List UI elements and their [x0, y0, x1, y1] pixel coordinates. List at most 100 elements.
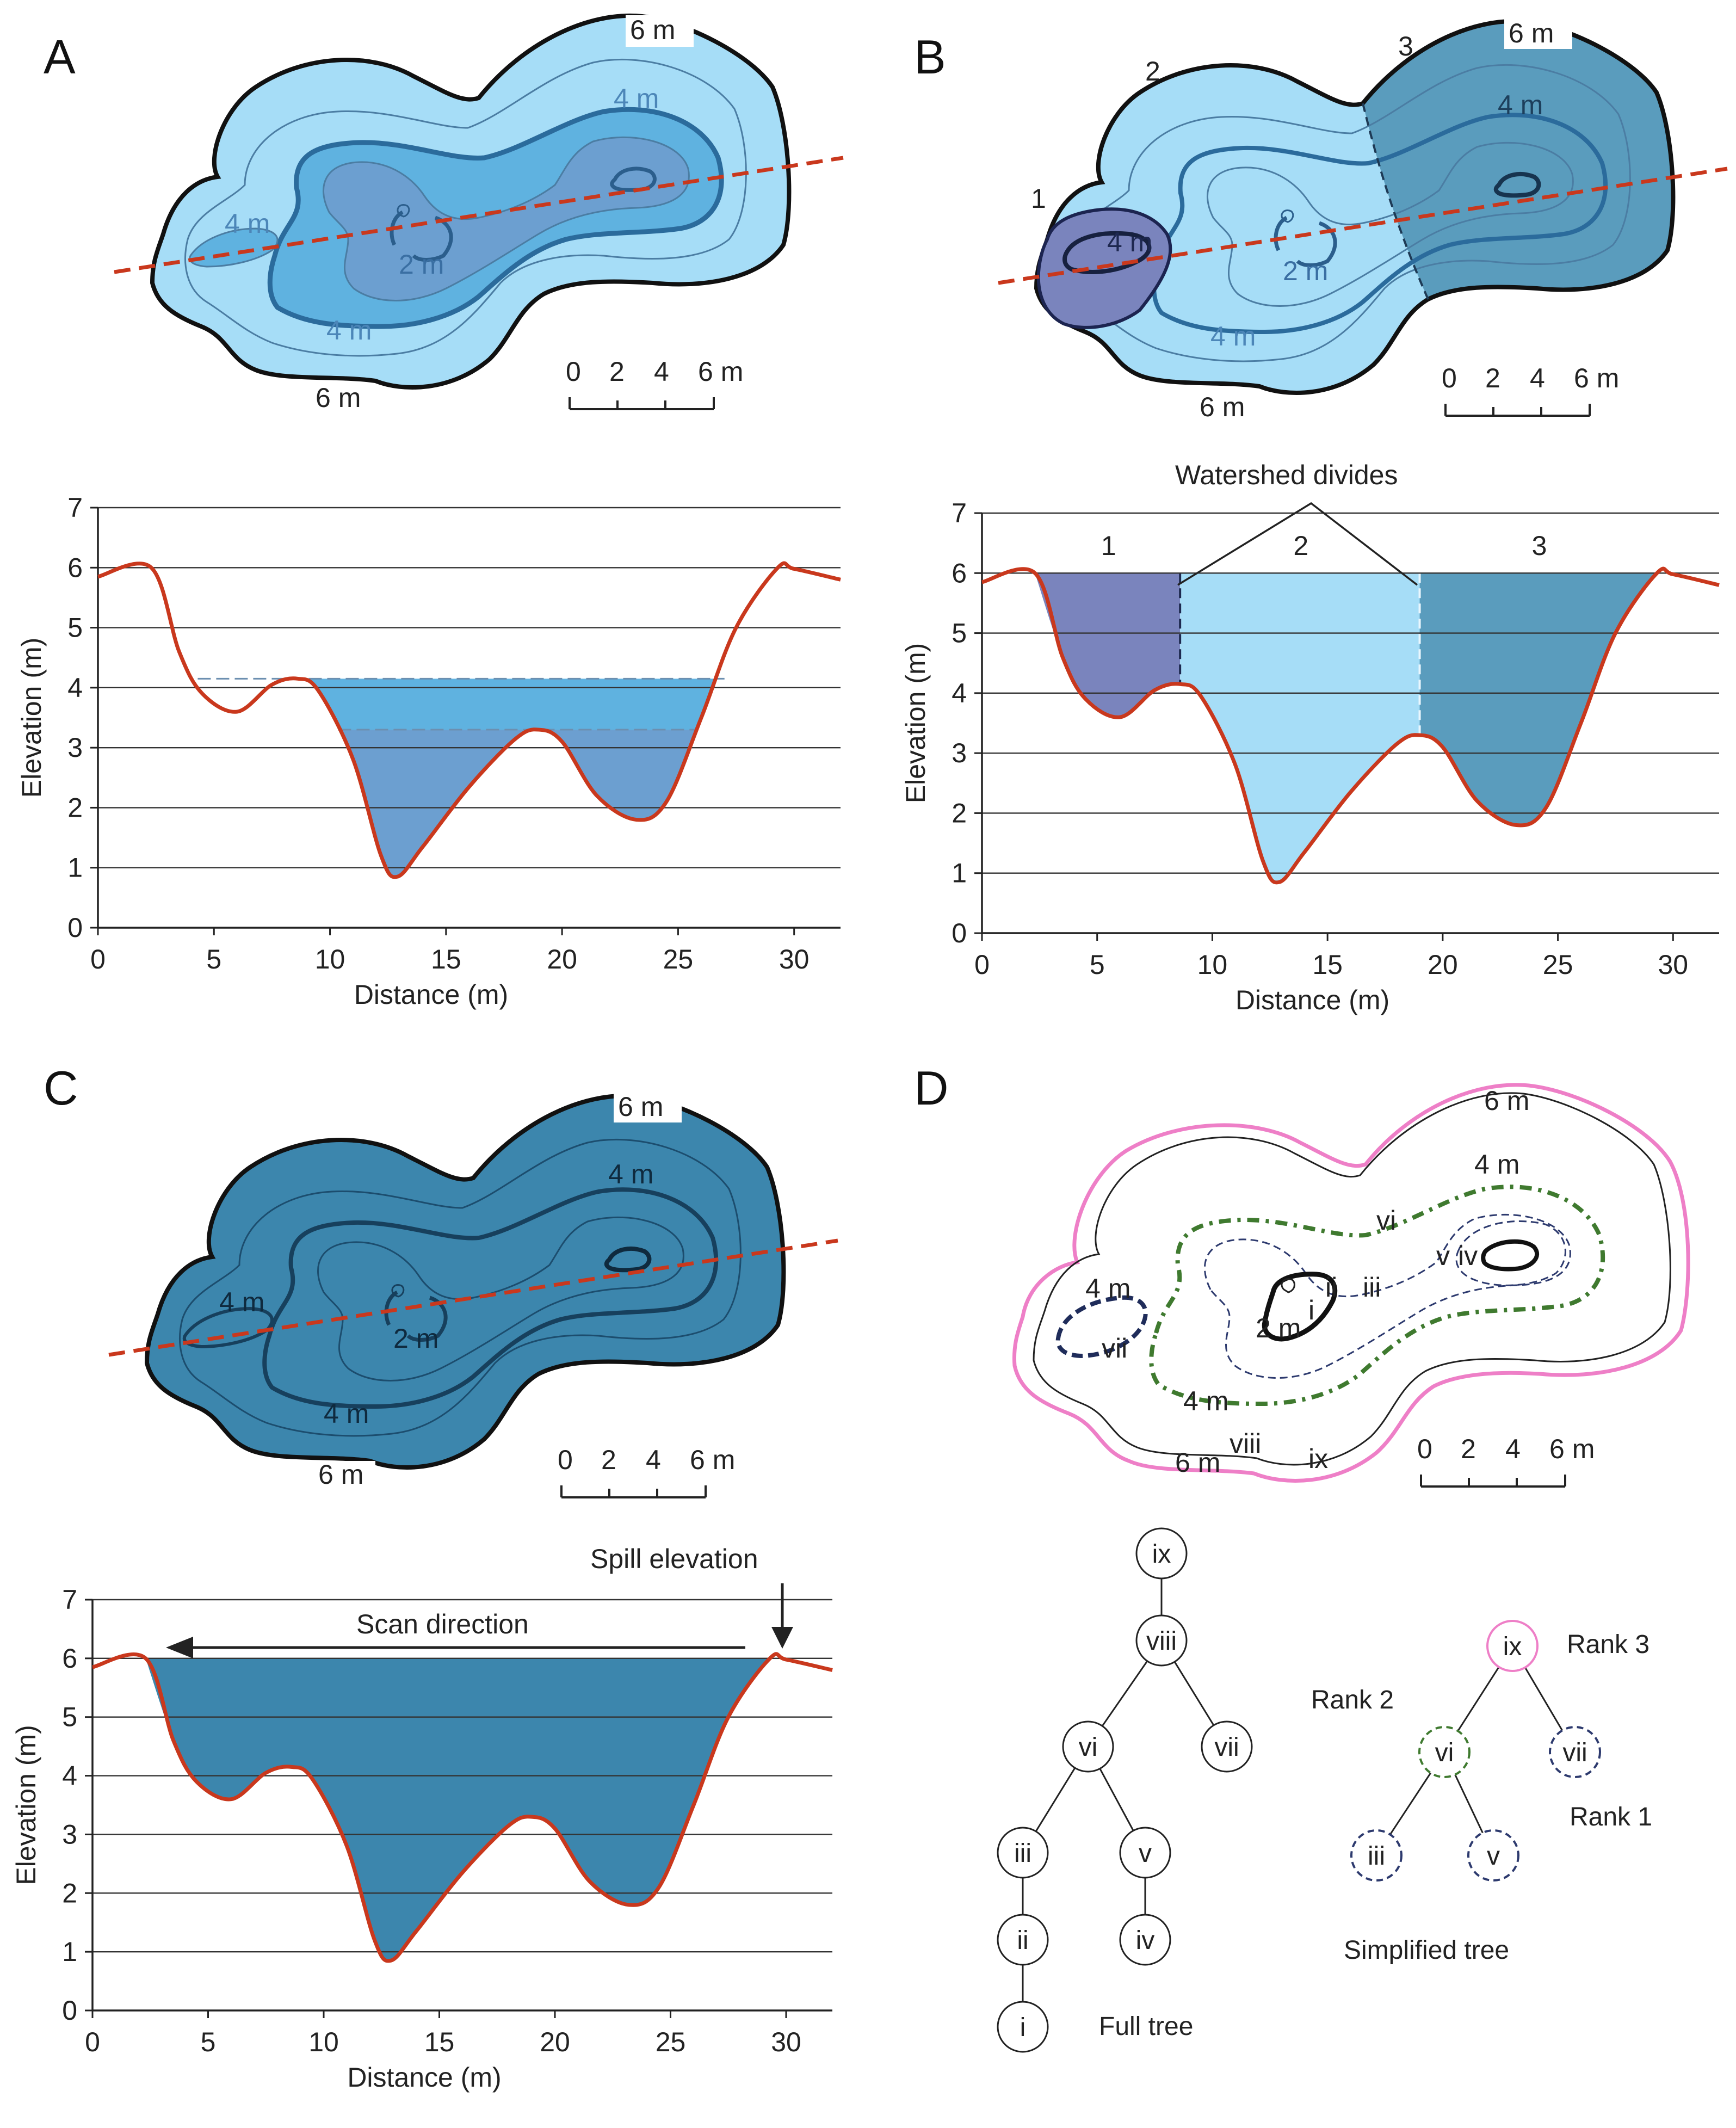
map-c-label-4m-bottom: 4 m: [324, 1398, 369, 1429]
full-node-i-label: i: [1020, 2013, 1026, 2042]
full-node-i-circle: [997, 2001, 1049, 2053]
panel-c: C 6 m 4 m 4 m 4 m 2 m 6 m 0 2 4 6 m: [44, 1061, 838, 1498]
full-node-vii-circle: [1201, 1720, 1253, 1773]
map-a-label-6m-bottom: 6 m: [316, 383, 361, 413]
map-a-label-4m-left: 4 m: [225, 208, 270, 239]
chart-b-ytick-5: 5: [952, 618, 967, 649]
chart-b-ytick-2: 2: [952, 798, 967, 828]
scale-a-line: [569, 397, 715, 410]
map-b-divide-right: [1362, 103, 1429, 300]
scale-b-4: 4: [1530, 363, 1545, 393]
map-d-node-iii: iii: [1363, 1272, 1381, 1303]
chart-a-xlabel: Distance (m): [354, 979, 508, 1010]
map-a-label-6m-top: 6 m: [630, 15, 675, 45]
chart-a-ytick-1: 1: [67, 853, 83, 883]
simple-node-v-circle: [1467, 1829, 1519, 1882]
map-b-label-bg-bottom: [1194, 393, 1257, 424]
scan-direction-label: Scan direction: [356, 1609, 529, 1639]
full-node-ii-label: ii: [1017, 1926, 1028, 1955]
map-d-label-4m-bottom: 4 m: [1183, 1386, 1228, 1416]
chart-a-ytick-6: 6: [67, 552, 83, 583]
map-d: 6 m 4 m 4 m 4 m 2 m 6 m i ii iii iv v vi…: [1012, 1083, 1690, 1483]
chart-b-ytick-6: 6: [952, 558, 967, 588]
map-b-label-4m-top: 4 m: [1498, 90, 1543, 120]
simple-node-v-label: v: [1487, 1842, 1500, 1871]
chart-b-xlabel: Distance (m): [1235, 985, 1389, 1015]
map-d-contour-iii: [1203, 1213, 1571, 1379]
map-d-node-vi: vi: [1376, 1205, 1396, 1236]
rank-3-label: Rank 3: [1567, 1630, 1649, 1659]
chart-b-basin-3-fill: [1419, 573, 1657, 825]
scale-b-line: [1444, 404, 1591, 417]
map-b-profile-line: [998, 166, 1728, 285]
chart-c-fill: [145, 1658, 770, 1961]
full-node-v-circle: [1119, 1827, 1171, 1879]
panel-b-letter: B: [914, 30, 946, 84]
chart-c-ytick-6: 6: [62, 1643, 77, 1674]
scale-bar-d: 0 2 4 6 m: [1417, 1434, 1595, 1488]
scale-a-6m: 6 m: [698, 356, 743, 387]
map-b-basin-3: [1363, 21, 1673, 310]
chart-b-basin-1-label: 1: [1101, 531, 1116, 561]
scale-c-line: [560, 1485, 707, 1498]
full-node-vi-circle: [1062, 1720, 1114, 1773]
scale-c-2: 2: [601, 1445, 616, 1475]
full-node-ii-circle: [997, 1914, 1049, 1966]
chart-a-profile: [97, 561, 841, 879]
map-c: 6 m 4 m 4 m 4 m 2 m 6 m: [108, 1091, 838, 1492]
chart-b-ytick-1: 1: [952, 858, 967, 889]
scale-b-6m: 6 m: [1574, 363, 1619, 393]
full-node-ix-circle: [1135, 1527, 1188, 1580]
panel-c-letter: C: [44, 1061, 78, 1115]
map-b-depression-1: 1: [1031, 183, 1046, 214]
chart-a-xtick-25: 25: [663, 944, 694, 974]
map-d-node-v: v: [1436, 1241, 1450, 1271]
chart-b-ytick-7: 7: [952, 498, 967, 528]
chart-c-xtick-30: 30: [771, 2027, 801, 2057]
map-a-label-4m-bottom: 4 m: [326, 315, 372, 346]
chart-a-fill-3: [338, 729, 696, 877]
panel-b: B 4 m 6 m 4 m 4 m 2 m: [914, 17, 1728, 424]
map-c-label-6m-top: 6 m: [618, 1091, 663, 1122]
simplified-tree-label: Simplified tree: [1344, 1936, 1509, 1965]
scale-a-2: 2: [609, 356, 625, 387]
scale-d-line: [1420, 1475, 1566, 1488]
full-node-iii-circle: [997, 1827, 1049, 1879]
simple-node-ix-circle: [1486, 1620, 1539, 1672]
map-c-profile-line: [108, 1238, 838, 1357]
scale-a-4: 4: [654, 356, 669, 387]
chart-c-ytick-4: 4: [62, 1761, 77, 1791]
chart-a-ytick-0: 0: [67, 912, 83, 943]
simple-node-vi-circle: [1418, 1726, 1471, 1778]
chart-c-ylabel: Elevation (m): [11, 1725, 41, 1885]
map-b: 4 m 6 m 4 m 4 m 2 m 6 m 1 2 3: [998, 17, 1728, 424]
simple-node-iii-label: iii: [1368, 1842, 1385, 1871]
full-node-ix-label: ix: [1152, 1540, 1171, 1569]
chart-b-basin-2-fill: [1180, 573, 1420, 883]
chart-b-xtick-10: 10: [1197, 949, 1228, 980]
map-a-profile-line: [114, 156, 844, 274]
chart-a-xtick-0: 0: [90, 944, 106, 974]
chart-b-xtick-30: 30: [1658, 949, 1689, 980]
map-c-label-6m-bottom: 6 m: [318, 1459, 363, 1490]
scale-a-0: 0: [566, 356, 581, 387]
chart-c-ytick-3: 3: [62, 1819, 77, 1849]
chart-a-xtick-20: 20: [547, 944, 577, 974]
map-c-label-bg-bottom: [313, 1461, 375, 1492]
full-node-iv-circle: [1119, 1914, 1171, 1966]
map-b-label-2m: 2 m: [1283, 256, 1328, 286]
map-d-contour-vii: [1055, 1295, 1148, 1359]
chart-c-xtick-20: 20: [540, 2027, 570, 2057]
simple-node-iii-circle: [1350, 1829, 1403, 1882]
chart-c-ytick-1: 1: [62, 1936, 77, 1967]
map-b-label-6m-bottom: 6 m: [1200, 392, 1245, 422]
rank-1-label: Rank 1: [1570, 1803, 1652, 1831]
panel-a: A 6 m 4 m 4 m 4 m 2 m 6 m 0 2 4 6 m: [44, 15, 844, 415]
spill-elevation-arrowhead: [771, 1627, 793, 1649]
map-d-label-4m-left: 4 m: [1085, 1273, 1130, 1304]
scale-c-0: 0: [558, 1445, 573, 1475]
